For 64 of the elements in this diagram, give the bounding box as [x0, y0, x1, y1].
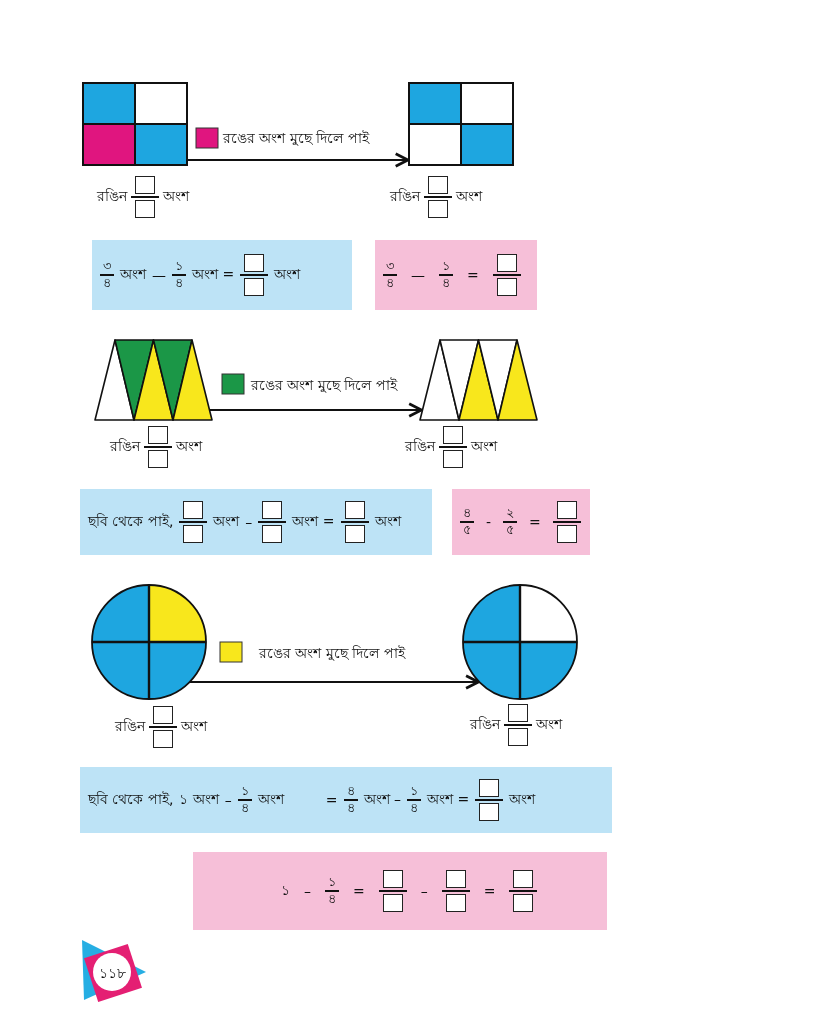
- page-number: ১১৮: [97, 964, 127, 983]
- caption-text: অংশ: [471, 437, 497, 456]
- equation-text: =: [529, 514, 541, 530]
- fraction: ১ ৪: [172, 259, 186, 291]
- arrow: [209, 402, 423, 418]
- caption-text: রঙিন: [97, 187, 127, 206]
- fraction: ১ ৪: [237, 784, 252, 816]
- equation-text: =: [353, 883, 365, 899]
- arrow: [187, 152, 410, 168]
- equation-text: –: [245, 514, 253, 530]
- caption-text: রঙিন: [110, 437, 140, 456]
- equation-panel: [80, 767, 612, 833]
- equation-text: ছবি থেকে পাই,: [88, 512, 174, 531]
- quartered-square-drawing: [83, 83, 187, 165]
- equation-text: অংশ: [274, 265, 301, 284]
- equation-text: –: [224, 792, 232, 808]
- caption-text: রঙিন: [405, 437, 435, 456]
- caption-text: অংশ: [456, 187, 482, 206]
- equation-text: –: [304, 883, 311, 899]
- equation-text: অংশ: [213, 512, 240, 531]
- equation-text: =: [325, 792, 338, 808]
- equation-text: অংশ: [257, 790, 284, 809]
- arrow: [189, 674, 480, 690]
- caption-text: অংশ: [163, 187, 189, 206]
- equation-text: অংশ: [120, 265, 146, 284]
- equation-panel: [375, 240, 537, 310]
- fraction: ২ ৫: [503, 506, 518, 538]
- equation-text: =: [467, 267, 479, 283]
- caption-text: অংশ: [536, 715, 562, 734]
- caption-text: রঙিন: [470, 715, 500, 734]
- equation-text: ১: [281, 881, 290, 900]
- equation-text: অংশ: [509, 790, 536, 809]
- equation-text: —: [411, 267, 425, 283]
- equation-panel: [92, 240, 352, 310]
- equation-text: ছবি থেকে পাই,: [88, 790, 174, 809]
- fraction: ৩ ৪: [100, 259, 114, 291]
- equation-text: অংশ =: [427, 790, 470, 809]
- caption-text: রঙিন: [115, 717, 145, 736]
- fraction: ৪ ৪: [343, 784, 358, 816]
- equation-text: -: [486, 514, 492, 530]
- quartered-circle-drawing: [463, 585, 577, 699]
- fraction: ১ ৪: [325, 875, 339, 907]
- equation-text: অংশ =: [192, 265, 235, 284]
- quartered-square-drawing: [409, 83, 513, 165]
- equation-text: অংশ =: [292, 512, 335, 531]
- fraction: ১ ৪: [439, 259, 453, 291]
- caption-text: অংশ: [176, 437, 202, 456]
- equation-panel: [80, 489, 432, 555]
- caption-text: রঙিন: [390, 187, 420, 206]
- equation-text: —: [152, 267, 166, 283]
- equation-panel: [452, 489, 590, 555]
- fraction: ৪ ৫: [460, 506, 474, 538]
- equation-text: ১ অংশ: [179, 790, 219, 809]
- triangle-strip-drawing: [420, 340, 537, 420]
- equation-text: =: [483, 883, 496, 899]
- equation-panel: [193, 852, 607, 930]
- caption-text: অংশ: [181, 717, 207, 736]
- equation-text: অংশ –: [363, 790, 401, 809]
- equation-text: অংশ: [374, 512, 401, 531]
- quartered-circle-drawing: [92, 585, 206, 699]
- fraction: ১ ৪: [407, 784, 421, 816]
- fraction: ৩ ৪: [383, 259, 397, 291]
- equation-text: –: [420, 883, 428, 899]
- triangle-strip-drawing: [95, 340, 212, 420]
